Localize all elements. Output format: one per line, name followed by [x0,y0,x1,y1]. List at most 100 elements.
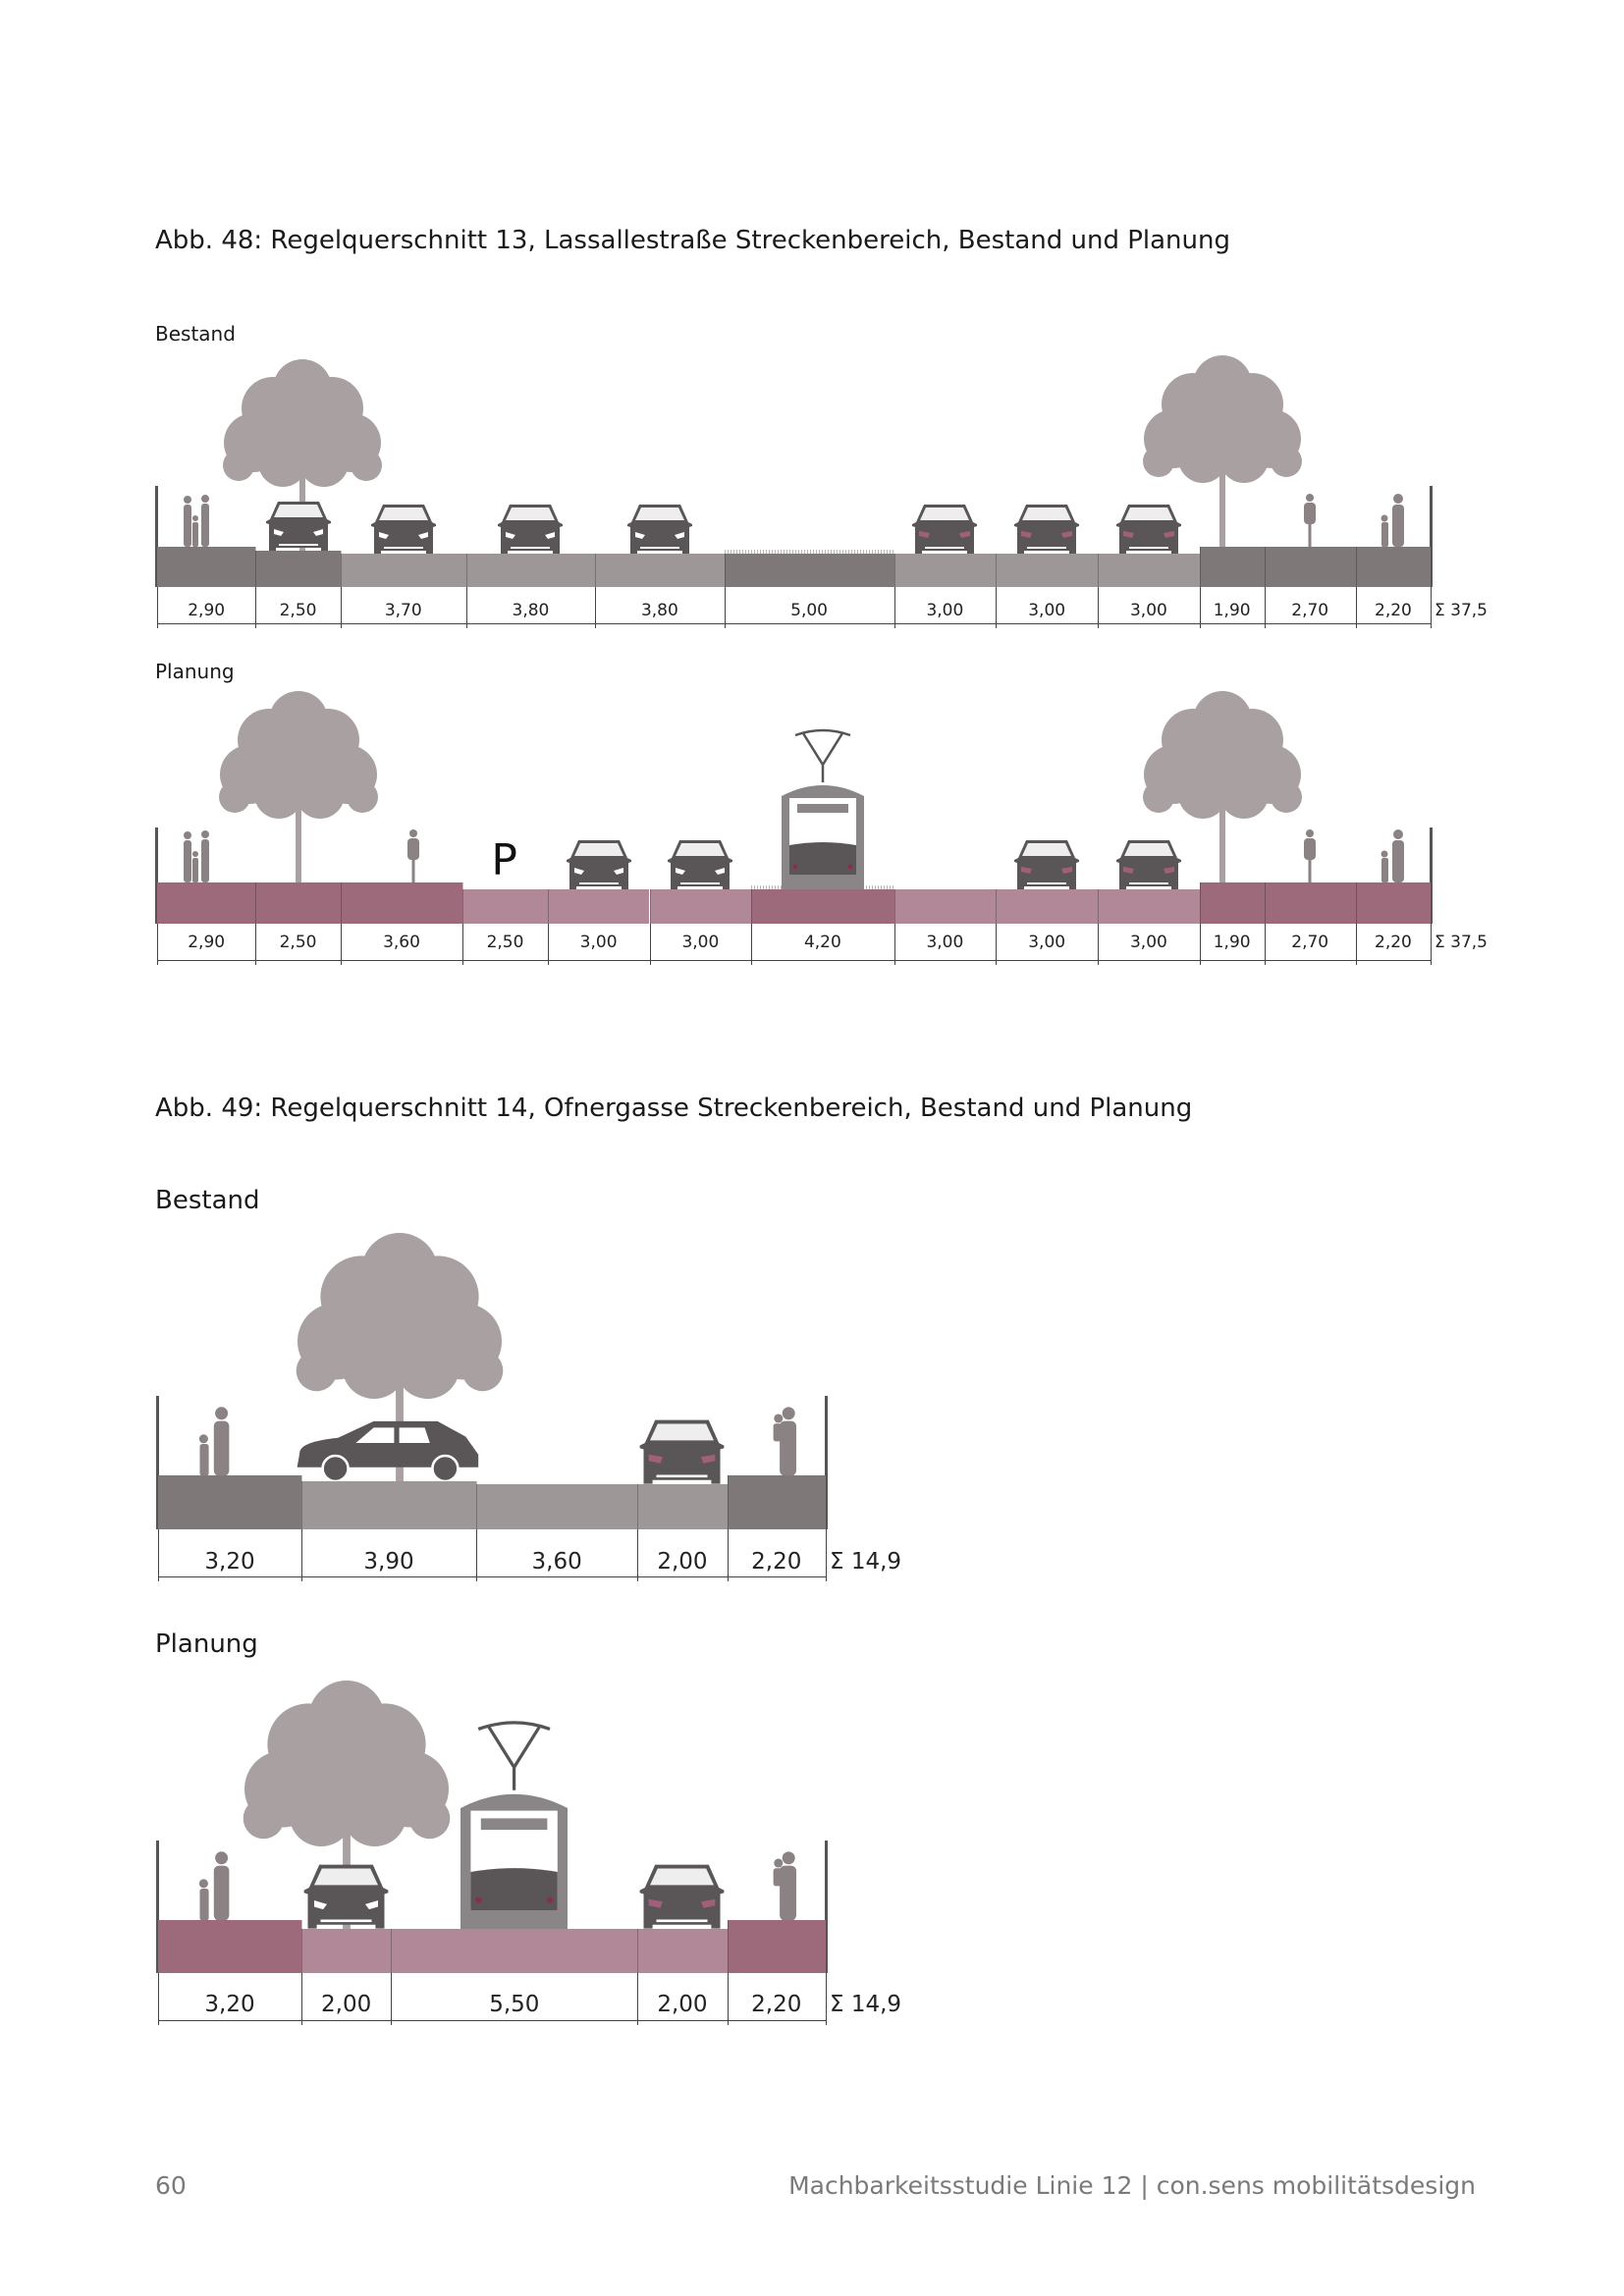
total-width-label: Σ 14,9 [830,1992,902,2017]
boundary-wall [156,1841,159,1973]
figure-49-title: Abb. 49: Regelquerschnitt 14, Ofnergasse… [155,1094,1193,1123]
dimension-tick [158,1529,159,1581]
pedestrian-carrying-child-icon [771,1406,801,1476]
pedestrians-icon [180,828,213,882]
dimension-tick [1199,587,1201,628]
segment-width-label: 3,80 [640,601,678,620]
segment-width-label: 2,50 [279,601,317,620]
cross-section-segment-lane [637,1484,728,1529]
cross-section-segment-parking [301,1481,477,1529]
pedestrian-carrying-child-icon [771,1850,801,1921]
boundary-wall [1430,828,1433,924]
cross-section-segment-raised [157,547,256,587]
boundary-wall [1430,486,1433,587]
segment-divider [637,1929,639,1973]
segment-divider [1355,882,1357,924]
cross-section-segment-lane [301,1929,392,1973]
cross-section-segment-lane [547,889,650,924]
cross-section-segment-raised [1199,547,1265,587]
parking-symbol: P [491,835,517,885]
car-front-icon [625,503,694,554]
cross-section-segment-parking [255,551,341,587]
segment-divider [1264,882,1266,924]
tram-icon [781,727,864,889]
segment-width-label: 3,00 [1129,601,1167,620]
adult-with-child-icon [193,1850,237,1921]
cross-section-segment-raised [340,882,463,924]
total-width-label: Σ 37,5 [1435,601,1488,620]
cross-section-segment-lane [637,1929,728,1973]
cross-section-segment-lane [1098,889,1200,924]
dimension-tick [391,1973,393,2025]
dimension-tick [724,587,726,628]
segment-divider [391,1929,393,1973]
segment-width-label: 3,00 [1129,933,1167,952]
figure-48-title: Abb. 48: Regelquerschnitt 13, Lassallest… [155,226,1230,255]
total-width-label: Σ 14,9 [830,1549,902,1575]
segment-width-label: 2,70 [1291,933,1329,952]
segment-divider [547,889,549,924]
dimension-tick [826,1973,827,2025]
boundary-wall [156,1396,159,1529]
dimension-tick [893,587,895,628]
dimension-tick [1431,587,1432,628]
segment-divider [340,551,342,587]
cross-section-segment-lane [340,554,466,587]
segment-width-label: 3,00 [926,601,964,620]
car-front-icon [565,838,633,889]
dimension-tick [893,924,895,965]
segment-divider [649,889,651,924]
cross-section-segment-raised [255,882,341,924]
segment-divider [1355,547,1357,587]
cross-section-segment-lane [996,554,1099,587]
segment-width-label: 2,00 [321,1992,372,2017]
segment-divider [255,882,257,924]
dimension-tick [996,587,998,628]
segment-divider [893,554,895,587]
car-rear-icon [1114,503,1183,554]
section-label-planung: Planung [155,660,235,683]
dimension-tick [157,587,158,628]
cross-section-segment-lane [893,889,997,924]
segment-width-label: 2,20 [751,1992,802,2017]
cross-section-segment-lane [462,889,548,924]
segment-divider [255,547,257,587]
segment-width-label: 1,90 [1213,933,1251,952]
segment-width-label: 5,50 [489,1992,540,2017]
segment-width-label: 3,00 [579,933,618,952]
car-rear-icon [1012,503,1081,554]
cross-section-segment-raised [1264,882,1356,924]
segment-divider [1098,889,1100,924]
segment-divider [637,1484,639,1529]
adult-with-child-icon [193,1406,237,1476]
tree-icon [210,681,387,882]
dimension-tick [255,924,257,965]
dimension-tick [340,924,342,965]
segment-divider [727,1475,729,1529]
dimension-tick [1355,587,1357,628]
segment-width-label: 2,00 [657,1549,708,1575]
cross-section-segment-lane [465,554,596,587]
segment-divider [595,554,597,587]
tree-icon [214,349,391,551]
dimension-tick [1264,924,1266,965]
dimension-tick [996,924,998,965]
car-front-icon [369,503,438,554]
cross-section-segment-raised [158,1475,302,1529]
car-front-icon [666,838,734,889]
segment-divider [727,1920,729,1973]
dimension-tick [1431,924,1432,965]
footer-source: Machbarkeitsstudie Linie 12 | con.sens m… [788,2171,1476,2200]
segment-divider [462,882,464,924]
segment-width-label: 3,00 [926,933,964,952]
cross-section-segment-raised [727,1920,826,1973]
dimension-tick [595,587,597,628]
segment-divider [301,1920,303,1973]
cross-section-segment-raised [157,882,256,924]
boundary-wall [155,828,158,924]
segment-divider [301,1475,303,1529]
segment-divider [1264,547,1266,587]
dimension-tick [1098,924,1100,965]
car-rear-icon [1114,838,1183,889]
